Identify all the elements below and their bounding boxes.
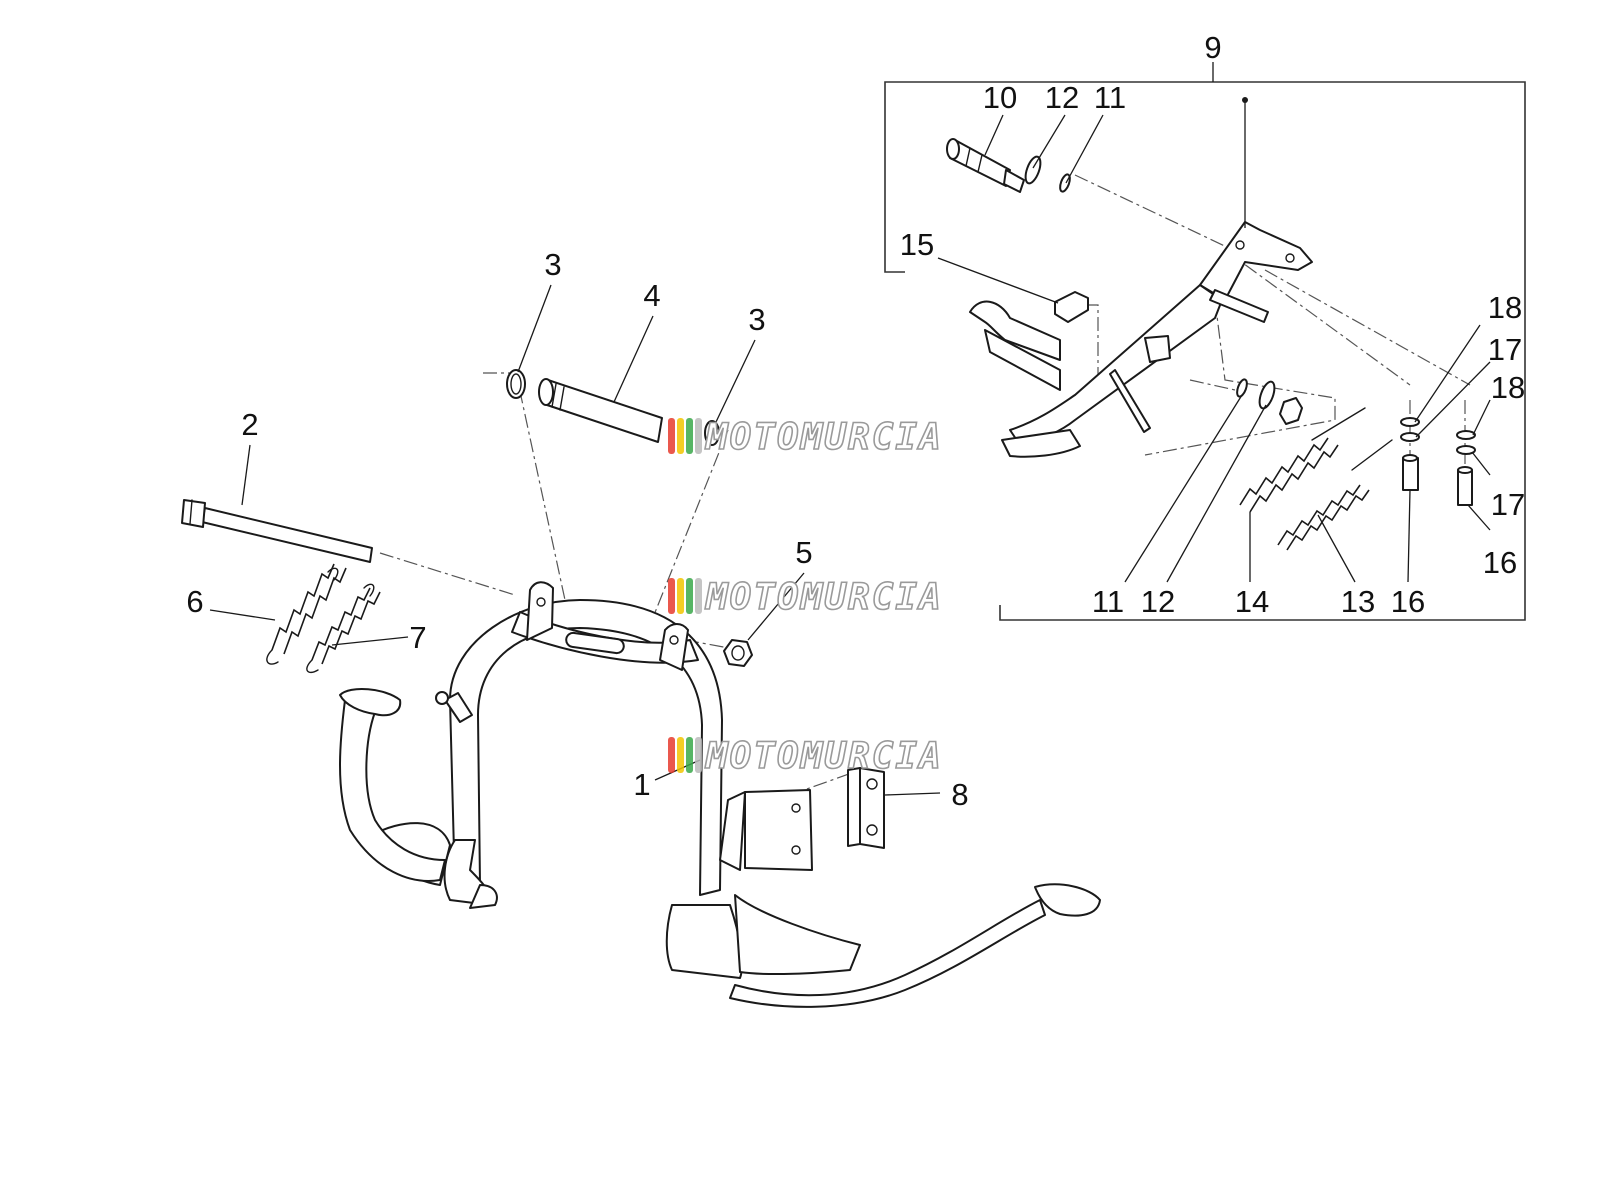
callout-1: 1 [633,767,650,802]
callout-4: 4 [643,278,660,313]
callout-17a: 17 [1488,332,1522,367]
callout-3b: 3 [748,302,765,337]
washer-part-17 [1400,432,1476,455]
watermark-text: MOTOMURCIA [705,736,943,777]
spring-part-14 [1239,407,1366,513]
watermark-bottom: MOTOMURCIA [668,735,943,778]
callout-9: 9 [1204,30,1221,65]
callout-2: 2 [241,407,258,442]
watermark-middle: MOTOMURCIA [668,576,943,619]
callout-3a: 3 [544,247,561,282]
watermark-text: MOTOMURCIA [705,577,943,618]
callout-15: 15 [900,227,934,262]
callout-18b: 18 [1491,370,1525,405]
callout-11b: 11 [1092,584,1124,619]
plate-part-8 [847,767,885,849]
callout-16a: 16 [1391,584,1425,619]
callout-13: 13 [1341,584,1375,619]
callout-6: 6 [186,584,203,619]
reference-dot [1242,97,1248,103]
watermark-logo-stripes [668,418,702,454]
callout-7: 7 [409,620,426,655]
nut-part-5 [723,639,753,667]
spring-part-6 [266,563,347,665]
callout-12b: 12 [1141,584,1175,619]
spring-part-7 [306,583,381,674]
spring-part-13 [1277,439,1393,551]
central-stand-part-1 [339,581,1101,1008]
washer-part-12 [1024,155,1276,410]
callout-17b: 17 [1491,487,1525,522]
watermark-top: MOTOMURCIA [668,416,943,459]
callout-10: 10 [983,80,1017,115]
screw-part-16 [1402,454,1473,506]
callout-12a: 12 [1045,80,1079,115]
watermark-logo-stripes [668,578,702,614]
callout-14: 14 [1235,584,1269,619]
side-stand-part-9 [969,221,1313,458]
stud-part-10 [946,138,1025,193]
bolt-part-2 [181,499,373,563]
callout-16b: 16 [1483,545,1517,580]
callout-18a: 18 [1488,290,1522,325]
callout-leaders [209,100,1491,796]
cap-part-15 [1054,291,1089,323]
subassembly-frame [884,62,1526,621]
callout-8: 8 [951,777,968,812]
callout-labels: 1 2 3 3 4 5 6 7 8 9 10 11 11 12 12 13 14… [186,30,1525,812]
watermark-logo-stripes [668,737,702,773]
circlip-part-3 [506,369,720,446]
washer-part-11 [1059,173,1248,398]
callout-11a: 11 [1094,80,1126,115]
callout-5: 5 [795,535,812,570]
watermark-text: MOTOMURCIA [705,417,943,458]
pin-shaft-part-4 [538,378,663,443]
nut-sidestand [1279,397,1303,425]
washer-part-18 [1400,417,1476,440]
